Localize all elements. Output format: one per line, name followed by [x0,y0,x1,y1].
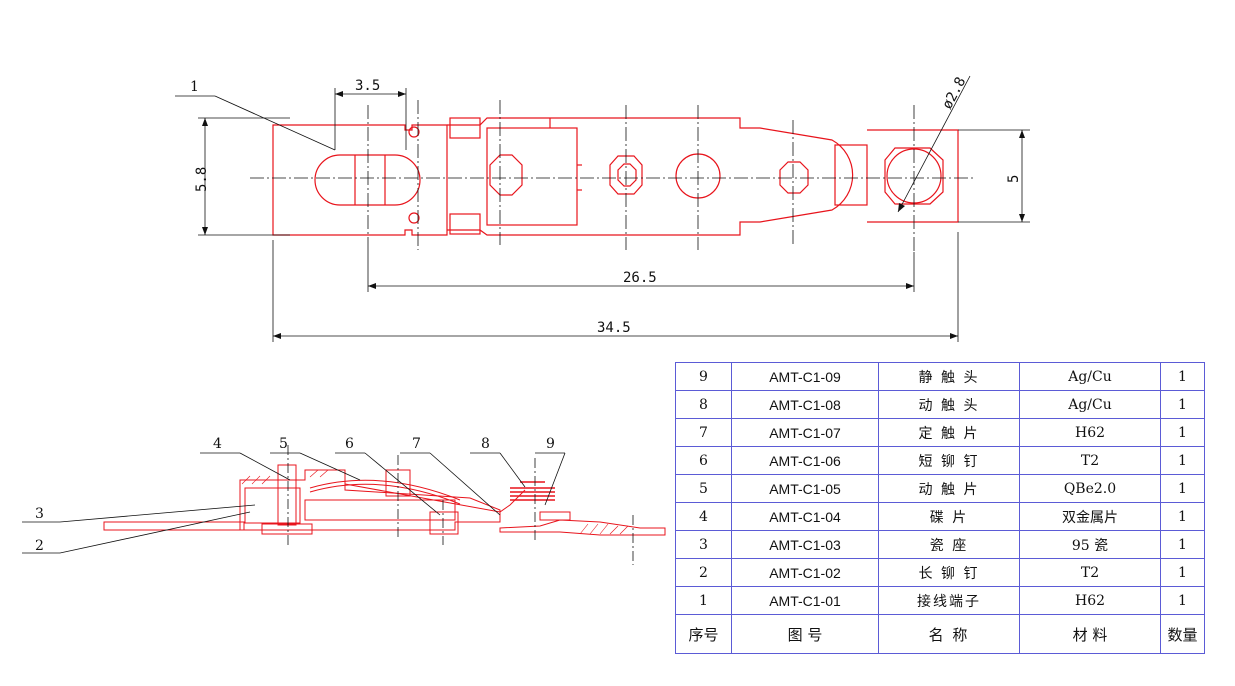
header-name: 名 称 [878,614,1020,654]
cell-drawing: AMT-C1-09 [731,362,879,391]
callout-3: 3 [35,506,44,522]
table-row: 1 AMT-C1-01 接线端子 H62 1 [675,586,1205,615]
cell-name: 短 铆 钉 [878,446,1020,475]
cell-no: 2 [675,558,732,587]
cell-no: 7 [675,418,732,447]
header-material: 材 料 [1019,614,1161,654]
cell-drawing: AMT-C1-08 [731,390,879,419]
dim-26-5: 26.5 [623,270,657,286]
cell-qty: 1 [1160,558,1205,587]
arrowheads [202,91,1025,339]
callout-top-1: 1 [190,79,199,95]
callout-6: 6 [345,436,354,452]
cell-name: 碟 片 [878,502,1020,531]
header-no: 序号 [675,614,732,654]
section-leaders [22,452,566,554]
table-row: 4 AMT-C1-04 碟 片 双金属片 1 [675,502,1205,531]
cell-qty: 1 [1160,502,1205,531]
cell-material: 95 瓷 [1019,530,1161,559]
cell-material: H62 [1019,418,1161,447]
callout-5: 5 [279,436,288,452]
cell-name: 接线端子 [878,586,1020,615]
cell-material: 双金属片 [1019,502,1161,531]
section-callout-labels: 3 2 4 5 6 7 8 9 [35,436,555,554]
cell-material: Ag/Cu [1019,362,1161,391]
callout-4: 4 [213,436,222,452]
top-view [272,117,959,236]
cell-name: 长 铆 钉 [878,558,1020,587]
cell-name: 静 触 头 [878,362,1020,391]
cell-drawing: AMT-C1-02 [731,558,879,587]
section-view [103,464,666,536]
cell-drawing: AMT-C1-05 [731,474,879,503]
cell-no: 3 [675,530,732,559]
cell-qty: 1 [1160,390,1205,419]
dim-3-5: 3.5 [355,78,380,94]
header-drawing: 图 号 [731,614,879,654]
callout-8: 8 [481,436,490,452]
cell-name: 动 触 头 [878,390,1020,419]
cell-name: 动 触 片 [878,474,1020,503]
cell-qty: 1 [1160,446,1205,475]
table-row: 7 AMT-C1-07 定 触 片 H62 1 [675,418,1205,447]
cell-no: 1 [675,586,732,615]
cell-drawing: AMT-C1-04 [731,502,879,531]
dim-5-8: 5.8 [194,167,210,192]
cell-no: 6 [675,446,732,475]
cell-material: QBe2.0 [1019,474,1161,503]
table-row: 5 AMT-C1-05 动 触 片 QBe2.0 1 [675,474,1205,503]
table-row: 3 AMT-C1-03 瓷 座 95 瓷 1 [675,530,1205,559]
cell-no: 8 [675,390,732,419]
cell-qty: 1 [1160,474,1205,503]
dimension-lines [175,75,1030,342]
cell-no: 4 [675,502,732,531]
callout-9: 9 [546,436,555,452]
table-row: 2 AMT-C1-02 长 铆 钉 T2 1 [675,558,1205,587]
dim-diameter: ø2.8 [939,75,969,112]
callout-2: 2 [35,538,44,554]
cell-no: 5 [675,474,732,503]
cell-drawing: AMT-C1-06 [731,446,879,475]
cell-qty: 1 [1160,530,1205,559]
center-lines [250,100,975,252]
bill-of-materials-table: 9 AMT-C1-09 静 触 头 Ag/Cu 1 8 AMT-C1-08 动 … [675,362,1205,654]
table-row: 9 AMT-C1-09 静 触 头 Ag/Cu 1 [675,362,1205,391]
header-qty: 数量 [1160,614,1205,654]
cell-material: Ag/Cu [1019,390,1161,419]
cell-name: 瓷 座 [878,530,1020,559]
table-header-row: 序号 图 号 名 称 材 料 数量 [675,614,1205,654]
cell-qty: 1 [1160,362,1205,391]
cell-material: H62 [1019,586,1161,615]
table-row: 6 AMT-C1-06 短 铆 钉 T2 1 [675,446,1205,475]
cell-drawing: AMT-C1-03 [731,530,879,559]
cell-material: T2 [1019,446,1161,475]
contact-hatching [510,481,555,501]
cell-qty: 1 [1160,418,1205,447]
section-hatching [241,469,629,535]
cell-drawing: AMT-C1-07 [731,418,879,447]
section-center-lines [287,445,634,565]
cell-material: T2 [1019,558,1161,587]
callout-7: 7 [412,436,421,452]
dim-5: 5 [1006,175,1022,183]
dim-34-5: 34.5 [597,320,631,336]
cell-qty: 1 [1160,586,1205,615]
table-row: 8 AMT-C1-08 动 触 头 Ag/Cu 1 [675,390,1205,419]
cell-no: 9 [675,362,732,391]
cell-drawing: AMT-C1-01 [731,586,879,615]
cell-name: 定 触 片 [878,418,1020,447]
